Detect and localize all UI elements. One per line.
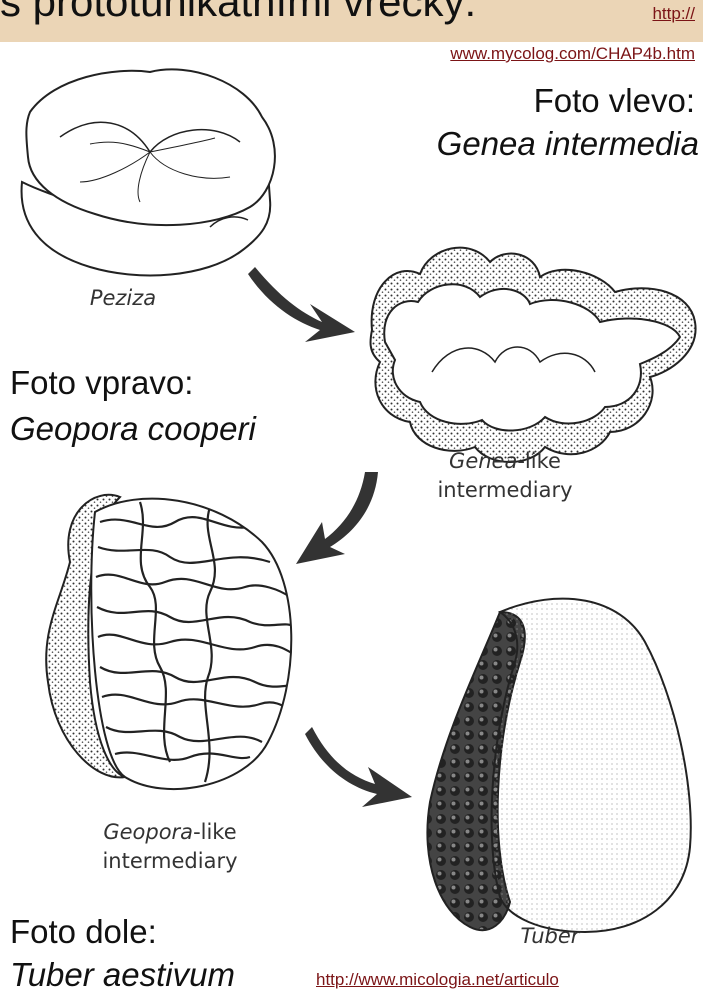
arrow-genea-to-geopora (296, 472, 378, 564)
caption-right-photo-species: Geopora cooperi (10, 410, 256, 448)
arrow-peziza-to-genea (248, 267, 355, 342)
caption-left-photo-label: Foto vlevo: (534, 82, 695, 120)
caption-bottom-photo-label: Foto dole: (10, 913, 157, 951)
peziza-drawing (22, 69, 275, 275)
caption-right-photo-label: Foto vpravo: (10, 364, 193, 402)
figure-panel: Peziza Genea-like intermediary Geopora-l… (0, 42, 703, 998)
tuber-label: Tuber (505, 922, 595, 951)
peziza-label: Peziza (58, 284, 188, 313)
arrow-geopora-to-tuber (305, 727, 412, 807)
geopora-label: Geopora-like intermediary (65, 818, 275, 876)
caption-bottom-photo-species: Tuber aestivum (10, 956, 235, 994)
geopora-drawing (46, 495, 298, 789)
tuber-drawing (427, 599, 690, 932)
source-link-micologia[interactable]: http://www.micologia.net/articulo (316, 970, 703, 990)
genea-label: Genea-like intermediary (405, 447, 605, 505)
source-link-mycolog[interactable]: www.mycolog.com/CHAP4b.htm (450, 44, 695, 64)
source-link-top[interactable]: http:// (652, 4, 695, 24)
caption-left-photo-species: Genea intermedia (437, 125, 699, 163)
slide-heading: s prototunikátními vřecky: (0, 0, 476, 26)
genea-drawing (370, 248, 695, 462)
